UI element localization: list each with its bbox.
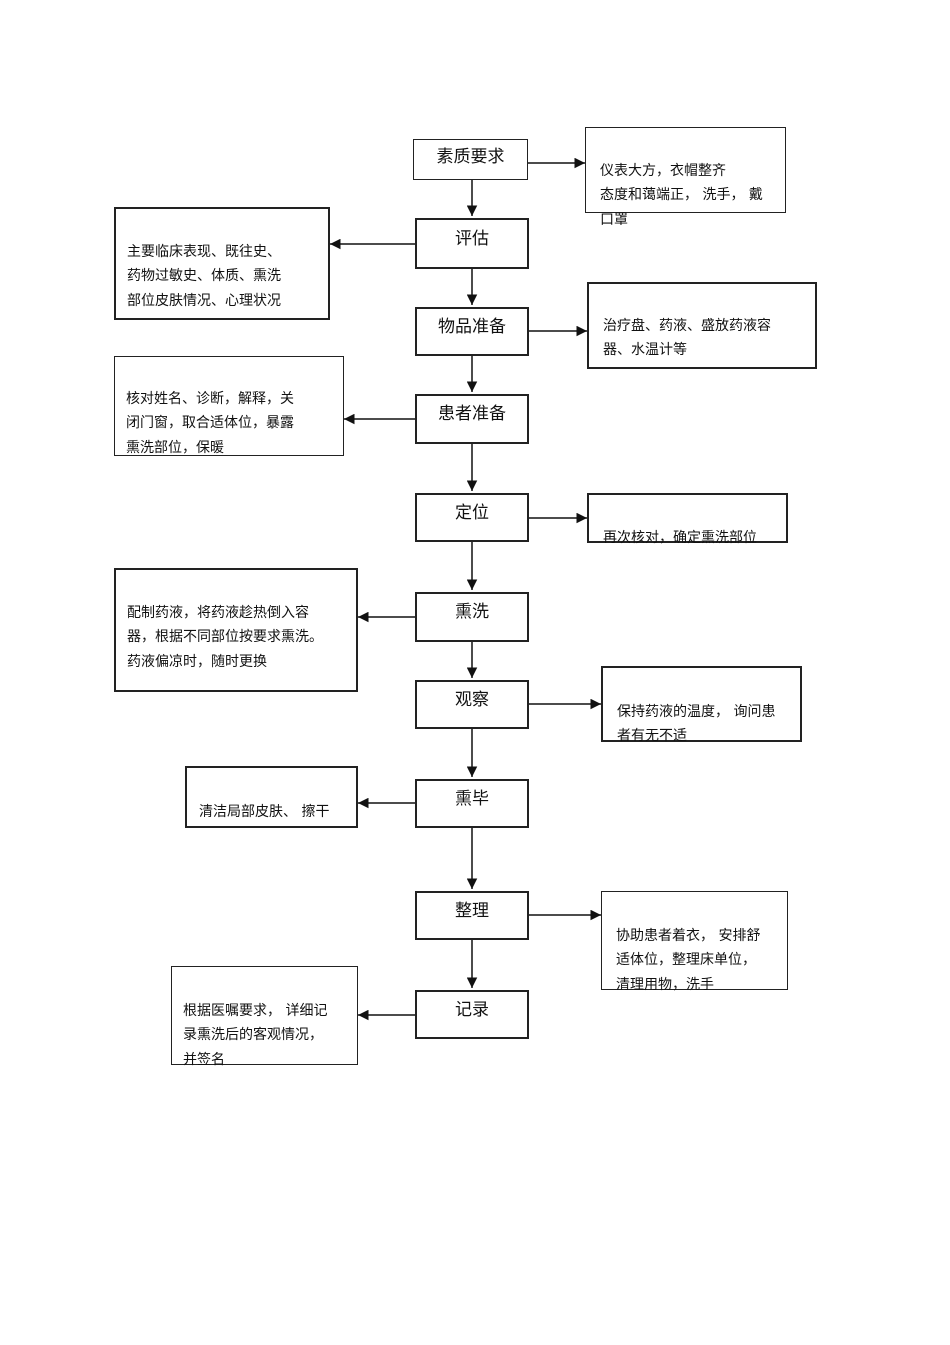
- note-text: 协助患者着衣， 安排舒 适体位，整理床单位， 清理用物，洗手: [616, 927, 761, 993]
- step-label: 评估: [455, 229, 489, 249]
- note-box-guancha: 保持药液的温度， 询问患 者有无不适: [601, 666, 802, 745]
- step-label: 熏洗: [455, 602, 489, 622]
- step-label: 熏毕: [455, 789, 489, 809]
- note-text: 清洁局部皮肤、 擦干: [199, 803, 330, 820]
- step-box-wupin-zhunbei: 物品准备: [415, 307, 529, 356]
- step-label: 定位: [455, 503, 489, 523]
- note-text: 根据医嘱要求， 详细记 录熏洗后的客观情况， 并签名: [183, 1002, 328, 1068]
- note-box-huanzhe-zhunbei: 核对姓名、诊断，解释，关 闭门窗，取合适体位，暴露 熏洗部位，保暖: [114, 356, 344, 456]
- step-box-jilu: 记录: [415, 990, 529, 1039]
- step-box-suzhi-yaoqiu: 素质要求: [413, 139, 528, 180]
- note-box-jilu: 根据医嘱要求， 详细记 录熏洗后的客观情况， 并签名: [171, 966, 358, 1068]
- step-box-dingwei: 定位: [415, 493, 529, 542]
- step-box-xunxi: 熏洗: [415, 592, 529, 642]
- note-text: 治疗盘、药液、盛放药液容 器、水温计等: [603, 317, 771, 359]
- note-box-suzhi-yaoqiu: 仪表大方，衣帽整齐 态度和蔼端正， 洗手， 戴 口罩: [585, 127, 786, 228]
- step-box-xunbi: 熏毕: [415, 779, 529, 828]
- note-text: 再次核对，确定熏洗部位: [603, 529, 757, 546]
- step-box-zhengli: 整理: [415, 891, 529, 940]
- note-box-wupin-zhunbei: 治疗盘、药液、盛放药液容 器、水温计等: [587, 282, 817, 369]
- step-label: 素质要求: [436, 147, 505, 167]
- note-box-zhengli: 协助患者着衣， 安排舒 适体位，整理床单位， 清理用物，洗手: [601, 891, 788, 993]
- step-box-huanzhe-zhunbei: 患者准备: [415, 394, 529, 444]
- step-box-guancha: 观察: [415, 680, 529, 729]
- note-text: 仪表大方，衣帽整齐 态度和蔼端正， 洗手， 戴 口罩: [600, 162, 763, 228]
- step-box-pinggu: 评估: [415, 218, 529, 269]
- note-box-xunbi: 清洁局部皮肤、 擦干: [185, 766, 358, 828]
- note-box-pinggu: 主要临床表现、既往史、 药物过敏史、体质、熏洗 部位皮肤情况、心理状况: [114, 207, 330, 320]
- note-box-xunxi: 配制药液，将药液趁热倒入容 器，根据不同部位按要求熏洗。 药液偏凉时，随时更换: [114, 568, 358, 692]
- step-label: 患者准备: [438, 404, 506, 424]
- step-label: 整理: [455, 901, 489, 921]
- note-text: 核对姓名、诊断，解释，关 闭门窗，取合适体位，暴露 熏洗部位，保暖: [126, 390, 294, 456]
- note-text: 保持药液的温度， 询问患 者有无不适: [617, 703, 776, 745]
- note-box-dingwei: 再次核对，确定熏洗部位: [587, 493, 788, 546]
- step-label: 观察: [455, 690, 489, 710]
- step-label: 物品准备: [438, 317, 506, 337]
- note-text: 主要临床表现、既往史、 药物过敏史、体质、熏洗 部位皮肤情况、心理状况: [127, 243, 281, 309]
- note-text: 配制药液，将药液趁热倒入容 器，根据不同部位按要求熏洗。 药液偏凉时，随时更换: [127, 604, 323, 670]
- step-label: 记录: [455, 1000, 489, 1020]
